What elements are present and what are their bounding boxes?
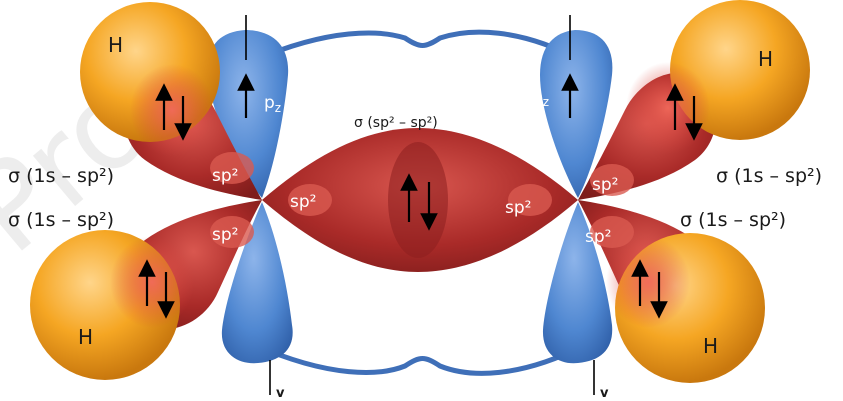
label-sp2-center-right: sp² [505,198,531,218]
label-v-right: v [600,386,609,401]
label-sp2-right-upper: sp² [592,175,618,195]
overlap-bottom-left [110,236,194,328]
label-sp2-left-lower: sp² [212,225,238,245]
label-sigma-ch-left-lower: σ (1s – sp²) [8,209,114,231]
cc-overlap-region [388,142,448,258]
overlap-top-right [626,62,710,154]
overlap-bottom-right [606,236,690,328]
label-h-bottom-right: H [703,334,718,358]
label-h-bottom-left: H [78,325,93,349]
label-h-top-left: H [108,33,123,57]
label-sigma-ch-right-upper: σ (1s – sp²) [716,165,822,187]
overlap-top-left [130,64,214,156]
label-sp2-right-lower: sp² [585,227,611,247]
label-sp2-center-left: sp² [290,192,316,212]
label-sigma-ch-left-upper: σ (1s – sp²) [8,165,114,187]
label-sp2-left-upper: sp² [212,166,238,186]
label-v-left: v [276,386,285,401]
label-sigma-cc: σ (sp² – sp²) [354,115,438,131]
label-h-top-right: H [758,47,773,71]
label-sigma-ch-right-lower: σ (1s – sp²) [680,209,786,231]
